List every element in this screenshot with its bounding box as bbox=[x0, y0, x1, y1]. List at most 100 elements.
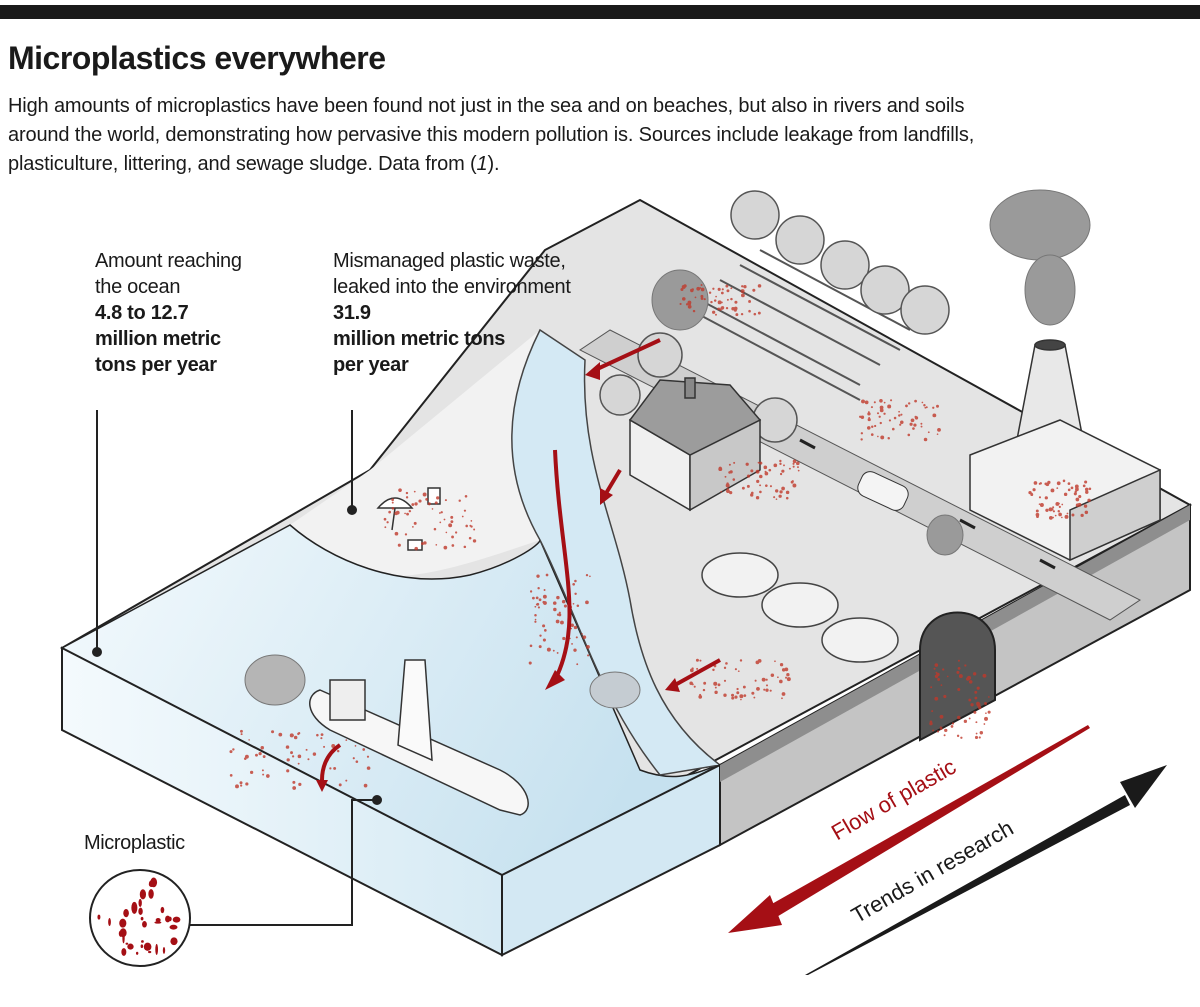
particle bbox=[741, 285, 744, 288]
particle bbox=[759, 461, 763, 465]
particle bbox=[712, 310, 716, 314]
particle bbox=[699, 287, 702, 289]
particle bbox=[737, 670, 740, 673]
particle bbox=[768, 468, 772, 472]
particle bbox=[957, 659, 960, 662]
particle bbox=[703, 298, 706, 301]
particle bbox=[386, 521, 389, 524]
page-title: Microplastics everywhere bbox=[8, 40, 386, 76]
particle bbox=[956, 734, 960, 738]
particle bbox=[723, 666, 727, 670]
particle bbox=[700, 284, 703, 287]
particle bbox=[582, 635, 587, 640]
particle bbox=[404, 512, 406, 515]
particle bbox=[937, 678, 941, 681]
particle bbox=[775, 498, 778, 500]
particle bbox=[1080, 513, 1084, 518]
particle bbox=[946, 675, 949, 678]
particle bbox=[982, 673, 987, 678]
particle bbox=[777, 676, 779, 679]
particle bbox=[1045, 508, 1049, 512]
callout-value: 4.8 to 12.7 bbox=[95, 302, 189, 324]
particle bbox=[930, 686, 933, 689]
particle bbox=[710, 300, 713, 304]
particle bbox=[534, 618, 537, 621]
particle bbox=[405, 491, 409, 495]
particle bbox=[867, 417, 871, 422]
particle bbox=[723, 693, 727, 697]
particle bbox=[939, 727, 943, 730]
particle bbox=[458, 499, 461, 502]
particle bbox=[987, 710, 991, 714]
particle bbox=[797, 466, 799, 469]
particle bbox=[423, 541, 427, 545]
particle bbox=[725, 284, 729, 288]
particle bbox=[943, 734, 946, 737]
particle bbox=[143, 942, 152, 951]
particle bbox=[412, 526, 414, 528]
particle bbox=[974, 696, 978, 700]
callout-value: tons per year bbox=[95, 354, 217, 376]
particle bbox=[736, 687, 739, 691]
particle bbox=[726, 289, 730, 293]
description-line: plasticulture, littering, and sewage slu… bbox=[8, 153, 500, 175]
particle bbox=[743, 694, 747, 697]
particle bbox=[796, 461, 800, 466]
particle bbox=[574, 579, 577, 583]
particle bbox=[764, 470, 767, 473]
particle bbox=[297, 732, 300, 736]
particle bbox=[307, 758, 310, 761]
particle bbox=[240, 729, 243, 733]
particle bbox=[736, 691, 740, 695]
particle bbox=[1070, 486, 1074, 490]
particle bbox=[734, 695, 738, 699]
top-rule bbox=[0, 5, 1200, 19]
particle bbox=[984, 716, 988, 721]
particle bbox=[293, 735, 298, 740]
callout-label: Mismanaged plastic waste, bbox=[333, 250, 566, 272]
particle bbox=[529, 590, 533, 593]
particle bbox=[1048, 516, 1053, 520]
particle bbox=[1063, 492, 1068, 497]
reference-number: 1 bbox=[476, 153, 488, 175]
particle bbox=[391, 498, 395, 502]
particle bbox=[1058, 512, 1062, 517]
particle bbox=[148, 889, 154, 899]
particle bbox=[585, 573, 589, 577]
particle bbox=[140, 916, 144, 921]
particle bbox=[779, 472, 783, 476]
particle bbox=[725, 483, 730, 488]
particle bbox=[1067, 488, 1071, 492]
particle bbox=[395, 510, 400, 515]
particle bbox=[534, 614, 537, 617]
particle bbox=[1033, 481, 1038, 485]
particle bbox=[262, 755, 266, 759]
particle bbox=[473, 528, 476, 531]
particle bbox=[394, 531, 399, 536]
particle bbox=[759, 490, 762, 494]
callout-value: per year bbox=[333, 354, 409, 376]
particle bbox=[388, 510, 392, 514]
particle bbox=[873, 401, 876, 404]
particle bbox=[138, 898, 142, 907]
particle bbox=[570, 623, 575, 628]
particle bbox=[781, 469, 785, 473]
particle bbox=[1047, 480, 1051, 484]
drain-tunnel bbox=[919, 611, 996, 742]
particle bbox=[956, 670, 960, 674]
particle bbox=[291, 755, 295, 758]
particle bbox=[975, 721, 978, 724]
particle bbox=[556, 613, 560, 616]
particle bbox=[543, 601, 547, 605]
particle bbox=[907, 402, 911, 405]
particle bbox=[779, 679, 783, 684]
particle bbox=[933, 667, 936, 670]
particle bbox=[560, 620, 564, 625]
particle bbox=[260, 746, 264, 750]
particle bbox=[703, 681, 707, 685]
particle bbox=[870, 406, 873, 409]
particle bbox=[932, 413, 937, 418]
particle bbox=[248, 739, 250, 741]
particle bbox=[1073, 492, 1077, 496]
particle bbox=[934, 663, 939, 667]
